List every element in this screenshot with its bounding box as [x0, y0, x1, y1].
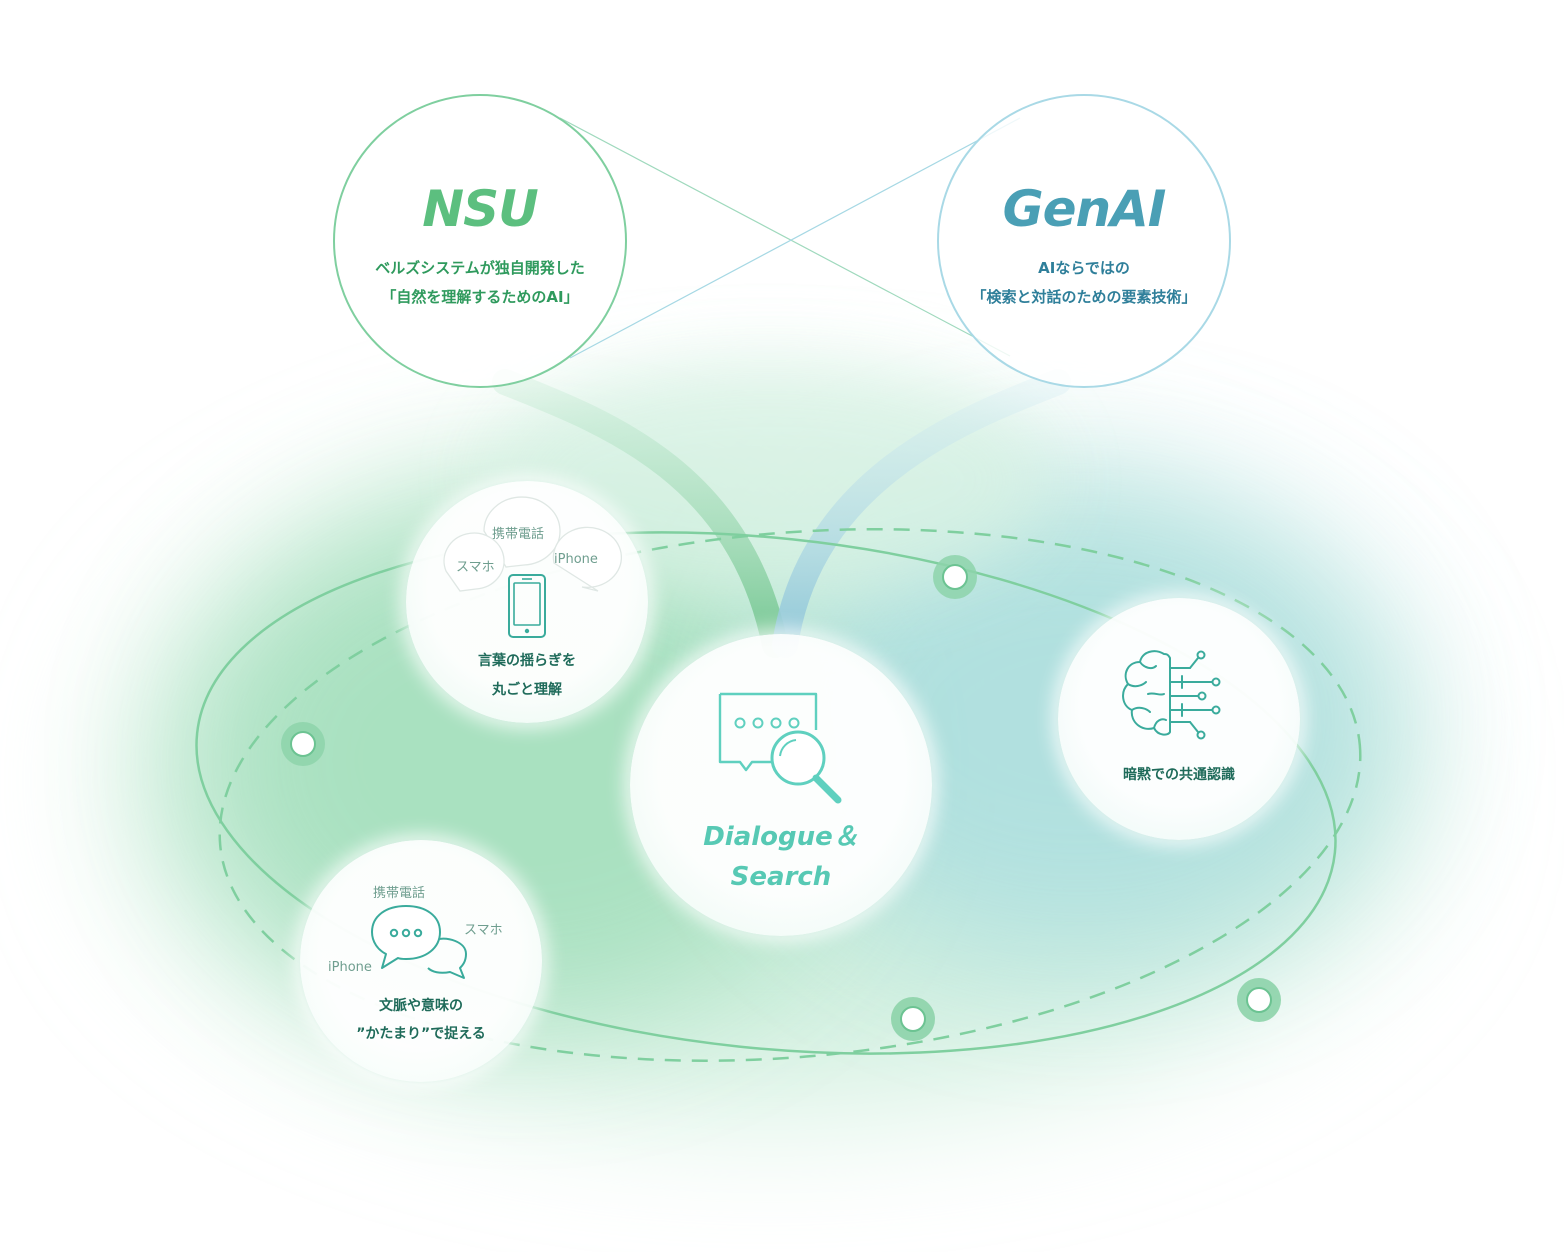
nsu-desc-line2: 「自然を理解するためのAI」	[381, 288, 579, 306]
smartphone-icon	[508, 574, 546, 638]
connector-cross-lines	[559, 117, 1021, 359]
feature-context-chunks: 携帯電話 スマホ iPhone 文脈や意味の ”かたまり”で捉える	[300, 840, 542, 1082]
orbit-nodes	[281, 555, 1281, 1041]
center-title-line1: Dialogue＆	[703, 822, 859, 852]
chat-search-icon	[718, 692, 842, 804]
chat-label: iPhone	[328, 960, 372, 975]
solid-orbit	[195, 531, 1337, 1055]
nsu-circle: NSU ベルズシステムが独自開発した 「自然を理解するためのAI」	[333, 94, 627, 388]
bubble-label: スマホ	[456, 560, 495, 575]
orbit-node	[891, 997, 935, 1041]
feature-text: 暗黙での共通認識	[1123, 767, 1235, 783]
orbit-node	[933, 555, 977, 599]
bubble-label: iPhone	[554, 552, 598, 567]
nsu-arc	[492, 369, 788, 658]
feature-text-line1: 文脈や意味の	[379, 998, 463, 1014]
bubble-label: 携帯電話	[492, 527, 545, 542]
chat-bubbles-icon	[371, 905, 467, 979]
feature-text-line1: 言葉の揺らぎを	[478, 653, 576, 669]
genai-circle: GenAI AIならではの 「検索と対話のための要素技術」	[937, 94, 1231, 388]
feature-text-line2: 丸ごと理解	[492, 682, 562, 698]
feature-dialogue-search: Dialogue＆ Search	[630, 634, 932, 936]
genai-desc-line1: AIならではの	[1038, 259, 1130, 277]
feature-tacit-understanding: 暗黙での共通認識	[1058, 598, 1300, 840]
orbit-node	[1237, 978, 1281, 1022]
genai-arc	[772, 369, 1071, 658]
nsu-title: NSU	[422, 180, 538, 238]
genai-desc-line2: 「検索と対話のための要素技術」	[971, 288, 1197, 306]
speech-bubbles-icon	[443, 496, 623, 592]
chat-label: スマホ	[464, 923, 503, 938]
orbit-node	[281, 722, 325, 766]
dashed-orbit	[218, 528, 1362, 1062]
genai-title: GenAI	[1002, 180, 1167, 238]
nsu-desc-line1: ベルズシステムが独自開発した	[375, 259, 585, 277]
brain-circuit-icon	[1122, 650, 1221, 740]
feature-word-variation: 携帯電話 スマホ iPhone 言葉の揺らぎを 丸ごと理解	[406, 481, 648, 723]
feature-text-line2: ”かたまり”で捉える	[356, 1026, 486, 1042]
chat-label: 携帯電話	[373, 886, 426, 901]
center-title-line2: Search	[730, 862, 832, 892]
